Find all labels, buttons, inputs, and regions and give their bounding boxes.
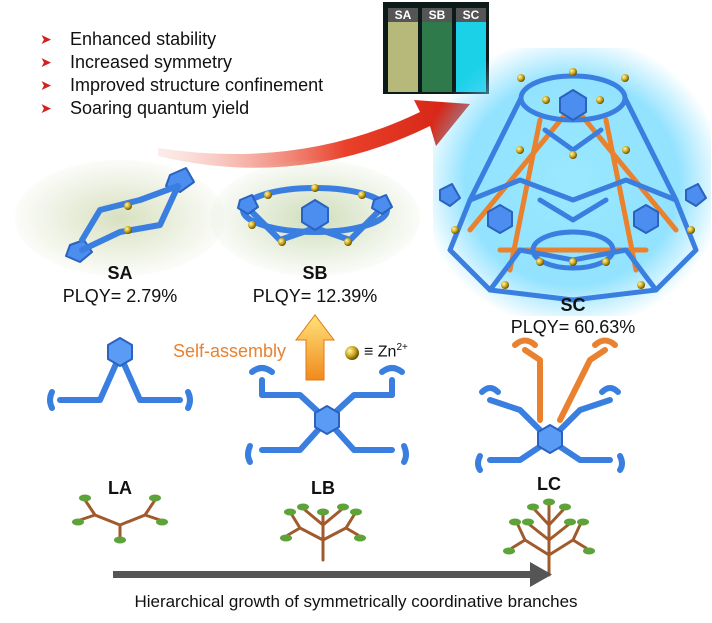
sb-label: SB [302, 263, 328, 283]
feature-label: Soaring quantum yield [70, 98, 250, 118]
feature-item: ➤ Soaring quantum yield [40, 97, 323, 120]
feature-label: Improved structure confinement [70, 75, 324, 95]
zn-charge: 2+ [396, 342, 408, 353]
self-assembly-arrow [294, 314, 336, 381]
sb-zn [311, 184, 319, 192]
vial-label-sb: SB [428, 8, 446, 22]
sa-zn [124, 226, 132, 234]
growth-arrow [113, 562, 552, 587]
tree-la [78, 498, 162, 542]
tree-lb [286, 508, 360, 562]
caption: Hierarchical growth of symmetrically coo… [134, 592, 578, 611]
tree-la-leaves [72, 494, 168, 544]
sa-structure [65, 167, 195, 263]
zn-legend-sphere [345, 346, 359, 360]
ligand-lb [245, 365, 409, 465]
sc-plqy: PLQY= 60.63% [510, 317, 636, 337]
ligand-lb-label: LB [311, 478, 335, 498]
feature-label: Increased symmetry [70, 52, 233, 72]
sc-zn-ions [451, 68, 695, 289]
ligand-lc-label: LC [537, 474, 561, 494]
sb-zn [278, 238, 286, 246]
self-assembly-label: Self-assembly [173, 341, 287, 361]
sb-zn [264, 191, 272, 199]
sb-zn [358, 191, 366, 199]
sb-zn [344, 238, 352, 246]
ligand-la-label: LA [108, 478, 132, 498]
sb-plqy: PLQY= 12.39% [252, 286, 378, 306]
zn-legend-text: ≡ Zn [364, 343, 397, 361]
chevron-right-icon: ➤ [40, 54, 52, 70]
chevron-right-icon: ➤ [40, 77, 52, 93]
feature-item: ➤ Improved structure confinement [40, 74, 323, 97]
chevron-right-icon: ➤ [40, 31, 52, 47]
vials-photo [383, 2, 489, 94]
feature-list: ➤ Enhanced stability ➤ Increased symmetr… [40, 28, 323, 120]
ligand-lc [475, 337, 625, 473]
feature-item: ➤ Increased symmetry [40, 51, 323, 74]
zn-legend: ≡ Zn2+ [364, 342, 408, 361]
tree-lc [510, 503, 588, 577]
tree-lb-leaves [280, 503, 366, 542]
feature-label: Enhanced stability [70, 29, 217, 49]
sa-glow [15, 160, 225, 276]
ligand-la [47, 337, 193, 411]
sa-plqy: PLQY= 2.79% [62, 286, 178, 306]
vial-label-sa: SA [394, 8, 412, 22]
vial-label-sc: SC [462, 8, 480, 22]
tree-lc-leaves [503, 498, 595, 555]
sc-label: SC [560, 295, 586, 315]
feature-item: ➤ Enhanced stability [40, 28, 323, 51]
sa-zn [124, 202, 132, 210]
sb-zn [248, 221, 256, 229]
sa-label: SA [107, 263, 133, 283]
chevron-right-icon: ➤ [40, 100, 52, 116]
